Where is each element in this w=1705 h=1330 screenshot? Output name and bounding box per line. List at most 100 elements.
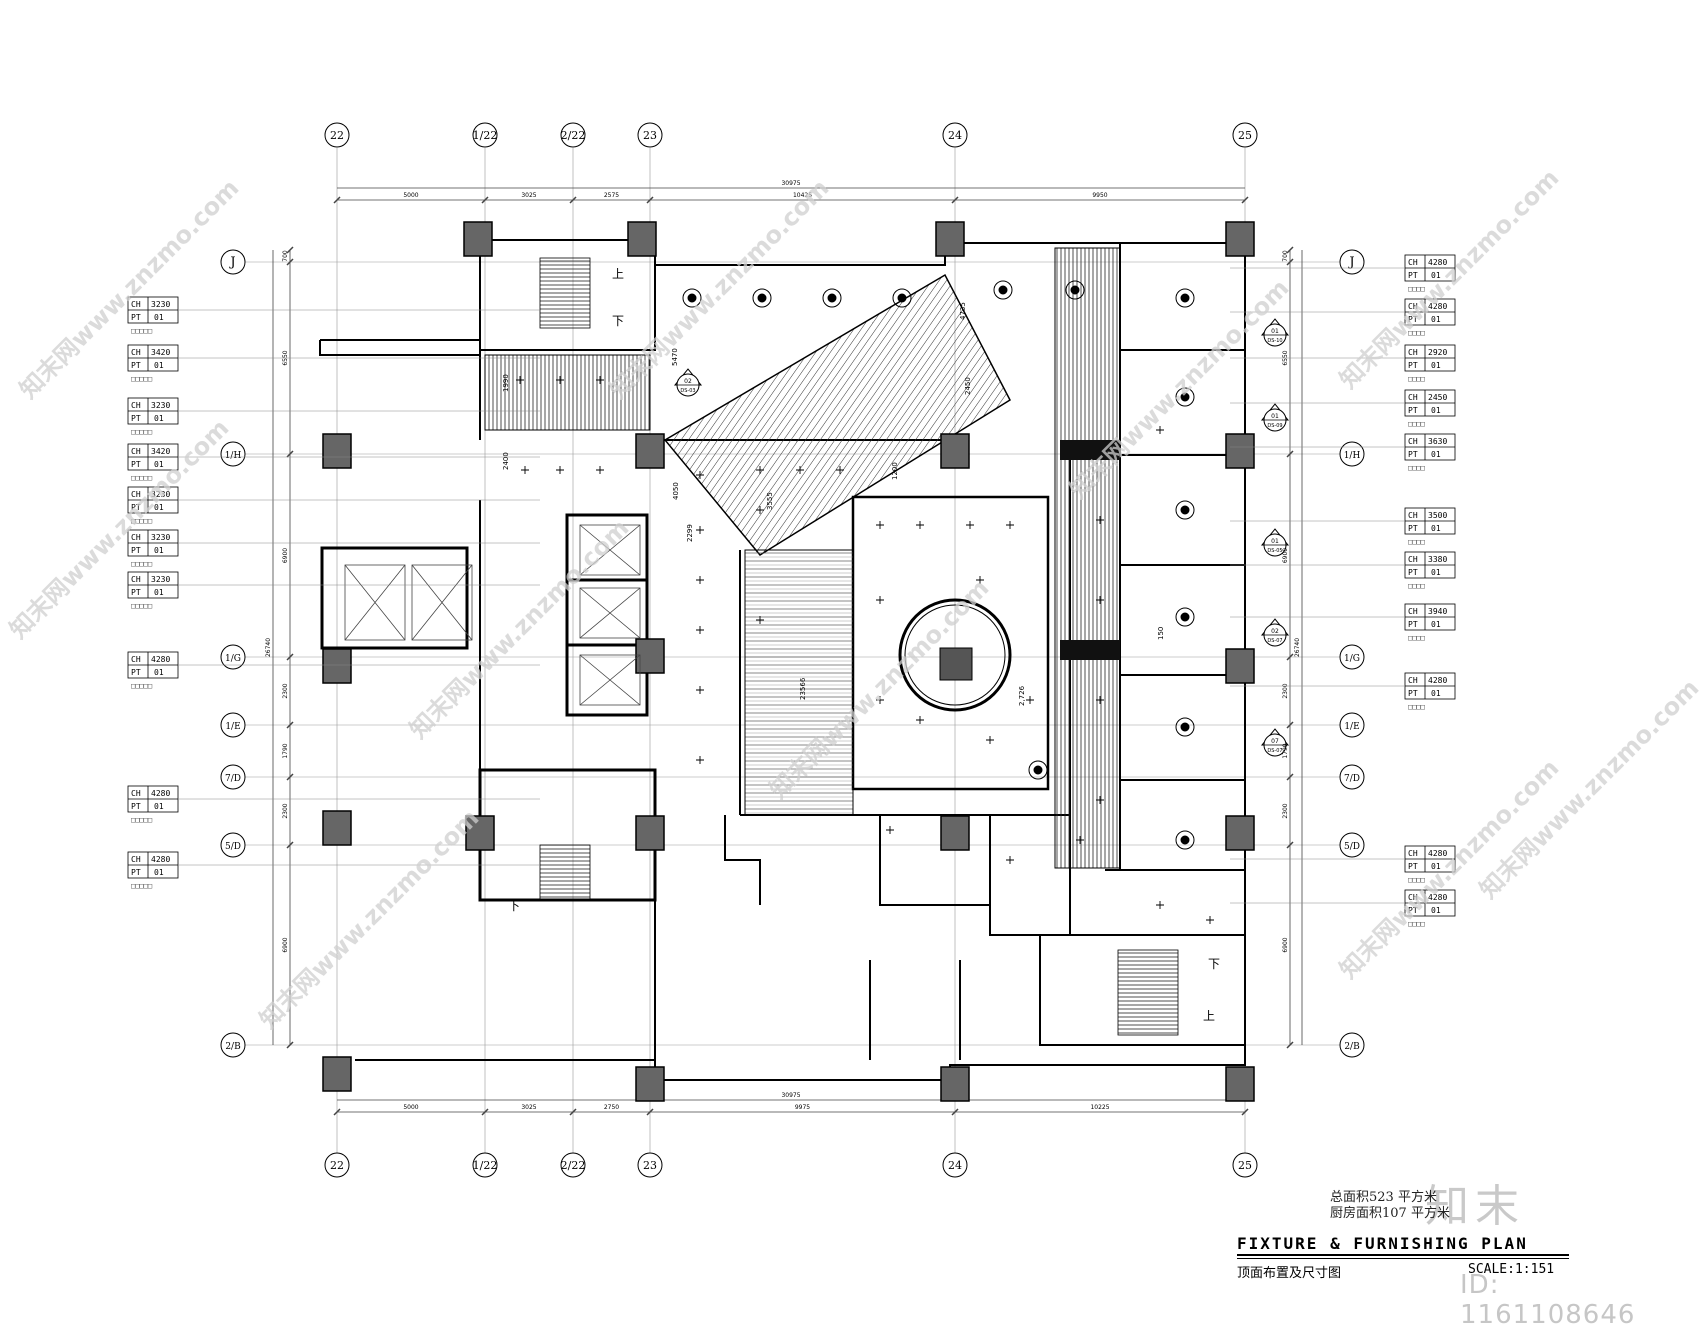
small-ceiling-light	[1006, 856, 1014, 864]
downlight-core	[757, 293, 767, 303]
stairs	[539, 257, 1179, 1036]
tag-ch-value: 3230	[151, 300, 170, 309]
round-ceiling-feature	[898, 598, 1012, 712]
dimension-segment: 10425	[793, 192, 812, 199]
small-ceiling-light	[516, 376, 524, 384]
grid-label: 22	[330, 1159, 344, 1172]
small-ceiling-light	[876, 596, 884, 604]
tag-pt-label: PT	[1408, 568, 1418, 577]
downlight-core	[687, 293, 697, 303]
tag-note: □□□□	[1408, 634, 1425, 642]
small-ceiling-light	[521, 466, 529, 474]
grid-bubble	[324, 122, 350, 148]
grid-label: 1/E	[1344, 722, 1359, 732]
dimension-tick	[333, 1108, 341, 1116]
grid-label: 2/22	[561, 129, 586, 142]
downlight-outer	[682, 288, 702, 308]
grid-label: 7/D	[1344, 774, 1360, 784]
dimension-tick	[286, 1041, 294, 1049]
dimension-segment: 6900	[282, 548, 289, 563]
structural-column	[1225, 221, 1255, 257]
small-ceiling-light	[696, 576, 704, 584]
dimension-segment: 2300	[282, 803, 289, 818]
tag-pt-value: 01	[154, 414, 164, 423]
section-mark-ref: DS-09	[1267, 423, 1282, 429]
downlight-core	[1180, 293, 1190, 303]
tag-note: □□□□□	[131, 517, 152, 525]
structural-column	[635, 1066, 665, 1102]
tag-pt-label: PT	[131, 802, 141, 811]
downlight-outer	[752, 288, 772, 308]
dimension-tick	[286, 653, 294, 661]
dimension-segment: 2300	[282, 683, 289, 698]
small-ceiling-light	[966, 521, 974, 529]
stair-up-label-1: 上	[612, 267, 624, 281]
tag-ch-value: 2450	[1428, 393, 1447, 402]
grid-bubble	[220, 441, 246, 467]
tag-note: □□□□□	[131, 682, 152, 690]
area-kitchen: 厨房面积107 平方米	[1330, 1206, 1450, 1221]
inner-dimension: 4050	[672, 482, 680, 500]
dimension-segment: 2575	[604, 192, 619, 199]
tag-note: □□□□	[1408, 920, 1425, 928]
dimension-tick	[1241, 196, 1249, 204]
structural-column	[1225, 1066, 1255, 1102]
downlight-outer	[822, 288, 842, 308]
tag-pt-label: PT	[131, 460, 141, 469]
tag-pt-value: 01	[1431, 862, 1441, 871]
tag-ch-label: CH	[1408, 511, 1418, 520]
tag-ch-value: 2920	[1428, 348, 1447, 357]
grid-label: 25	[1238, 1159, 1252, 1172]
dimension-tick	[286, 841, 294, 849]
grid-label: 23	[643, 1159, 657, 1172]
tag-note: □□□□	[1408, 464, 1425, 472]
downlight-core	[897, 293, 907, 303]
inner-dimension: 2450	[964, 377, 972, 395]
tag-ch-label: CH	[131, 855, 141, 864]
grid-bubble	[560, 122, 586, 148]
small-ceiling-light	[876, 696, 884, 704]
structural-column	[940, 1066, 970, 1102]
grid-bubble	[637, 122, 663, 148]
grid-label: J	[1347, 255, 1354, 270]
dimension-tick	[286, 450, 294, 458]
tag-ch-value: 3940	[1428, 607, 1447, 616]
drawing-subtitle: 顶面布置及尺寸图	[1237, 1266, 1342, 1281]
structural-column	[322, 433, 352, 469]
grid-bubble	[637, 1152, 663, 1178]
grid-label: 2/B	[225, 1042, 241, 1052]
downlight-core	[1180, 392, 1190, 402]
tag-pt-label: PT	[1408, 862, 1418, 871]
tag-ch-label: CH	[131, 575, 141, 584]
dimension-total: 30975	[781, 180, 800, 187]
inner-dimension: 3555	[766, 492, 774, 510]
tag-ch-value: 4280	[1428, 258, 1447, 267]
light-fixtures	[516, 280, 1214, 924]
dimension-segment: 2300	[1282, 803, 1289, 818]
dimension-tick	[481, 1108, 489, 1116]
dimension-tick	[1286, 773, 1294, 781]
tag-pt-label: PT	[1408, 361, 1418, 370]
downlight-outer	[1175, 387, 1195, 407]
downlight-core	[1180, 612, 1190, 622]
grid-label: 1/G	[1344, 654, 1360, 664]
tag-pt-value: 01	[1431, 406, 1441, 415]
tag-ch-label: CH	[1408, 893, 1418, 902]
structural-column	[940, 433, 970, 469]
elevator-shafts	[344, 524, 641, 706]
section-mark-ref: DS-03	[680, 388, 695, 394]
dimension-tick	[646, 1108, 654, 1116]
tag-note: □□□□	[1408, 329, 1425, 337]
tag-pt-value: 01	[1431, 568, 1441, 577]
tag-pt-label: PT	[131, 546, 141, 555]
grid-label: 22	[330, 129, 344, 142]
structural-column	[635, 815, 665, 851]
small-ceiling-light	[1096, 696, 1104, 704]
grid-label: 5/D	[1344, 842, 1360, 852]
inner-dimension: 5470	[671, 348, 679, 366]
small-ceiling-light	[1156, 426, 1164, 434]
inner-dimension: 23566	[799, 677, 807, 700]
grid-bubble	[1339, 712, 1365, 738]
